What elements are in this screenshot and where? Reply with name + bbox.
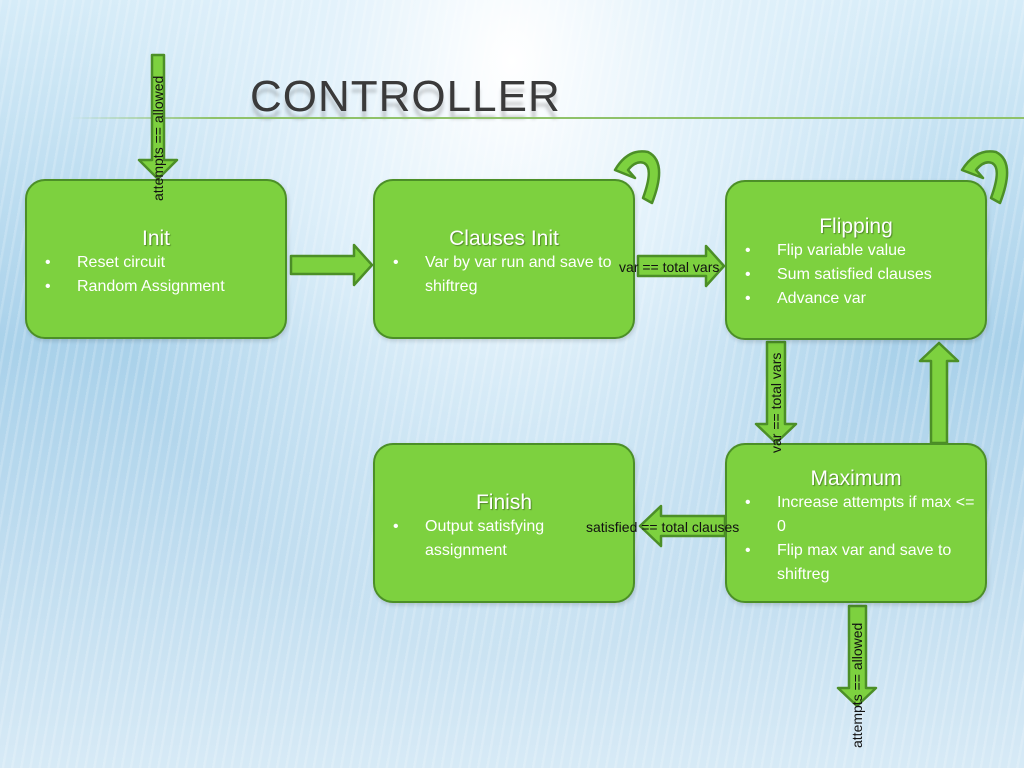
arrow-clauses-to-flipping [636,244,726,288]
bullet-item: Reset circuit [27,251,285,275]
bullet-item: Sum satisfied clauses [727,263,985,287]
state-init-title: Init [141,227,170,250]
slide-title: CONTROLLER [250,72,561,121]
self-loop-clauses-init [613,150,661,205]
state-finish: Finish Output satisfying assignment [373,443,635,603]
bullet-item: Advance var [727,287,985,311]
state-flipping-title: Flipping [819,215,893,238]
state-clauses-init-title: Clauses Init [449,227,559,250]
bullet-item: Increase attempts if max <= 0 [727,491,985,539]
self-loop-flipping [960,150,1009,205]
bullet-item: Flip max var and save to shiftreg [727,539,985,587]
bullet-item: Var by var run and save to shiftreg [375,251,633,299]
state-maximum-title: Maximum [810,467,902,490]
label-flipping-to-maximum: var == total vars [768,352,784,453]
bullet-item: Output satisfying assignment [375,515,633,563]
label-clauses-to-flipping: var == total vars [619,259,720,275]
label-attempts-allowed-entry: attempts == allowed [150,75,166,201]
state-maximum: Maximum Increase attempts if max <= 0 Fl… [725,443,987,603]
label-attempts-allowed-exit: attempts == allowed [849,622,865,748]
bullet-item: Flip variable value [727,239,985,263]
state-clauses-init-bullets: Var by var run and save to shiftreg [375,251,633,299]
arrow-init-to-clauses [289,243,374,287]
title-underline [70,117,1024,119]
label-maximum-to-finish: satisfied == total clauses [586,519,740,535]
bullet-item: Random Assignment [27,275,285,299]
state-flipping-bullets: Flip variable value Sum satisfied clause… [727,239,985,311]
state-clauses-init: Clauses Init Var by var run and save to … [373,179,635,339]
arrow-entry-init [137,53,179,181]
arrow-maximum-to-finish [638,504,727,548]
state-init-bullets: Reset circuit Random Assignment [27,251,285,299]
state-finish-bullets: Output satisfying assignment [375,515,633,563]
state-maximum-bullets: Increase attempts if max <= 0 Flip max v… [727,491,985,587]
arrow-flipping-to-maximum [754,340,798,445]
state-flipping: Flipping Flip variable value Sum satisfi… [725,180,987,340]
state-finish-title: Finish [475,491,533,514]
state-init: Init Reset circuit Random Assignment [25,179,287,339]
arrow-exit-maximum [836,604,878,708]
arrow-maximum-to-flipping [918,341,960,445]
